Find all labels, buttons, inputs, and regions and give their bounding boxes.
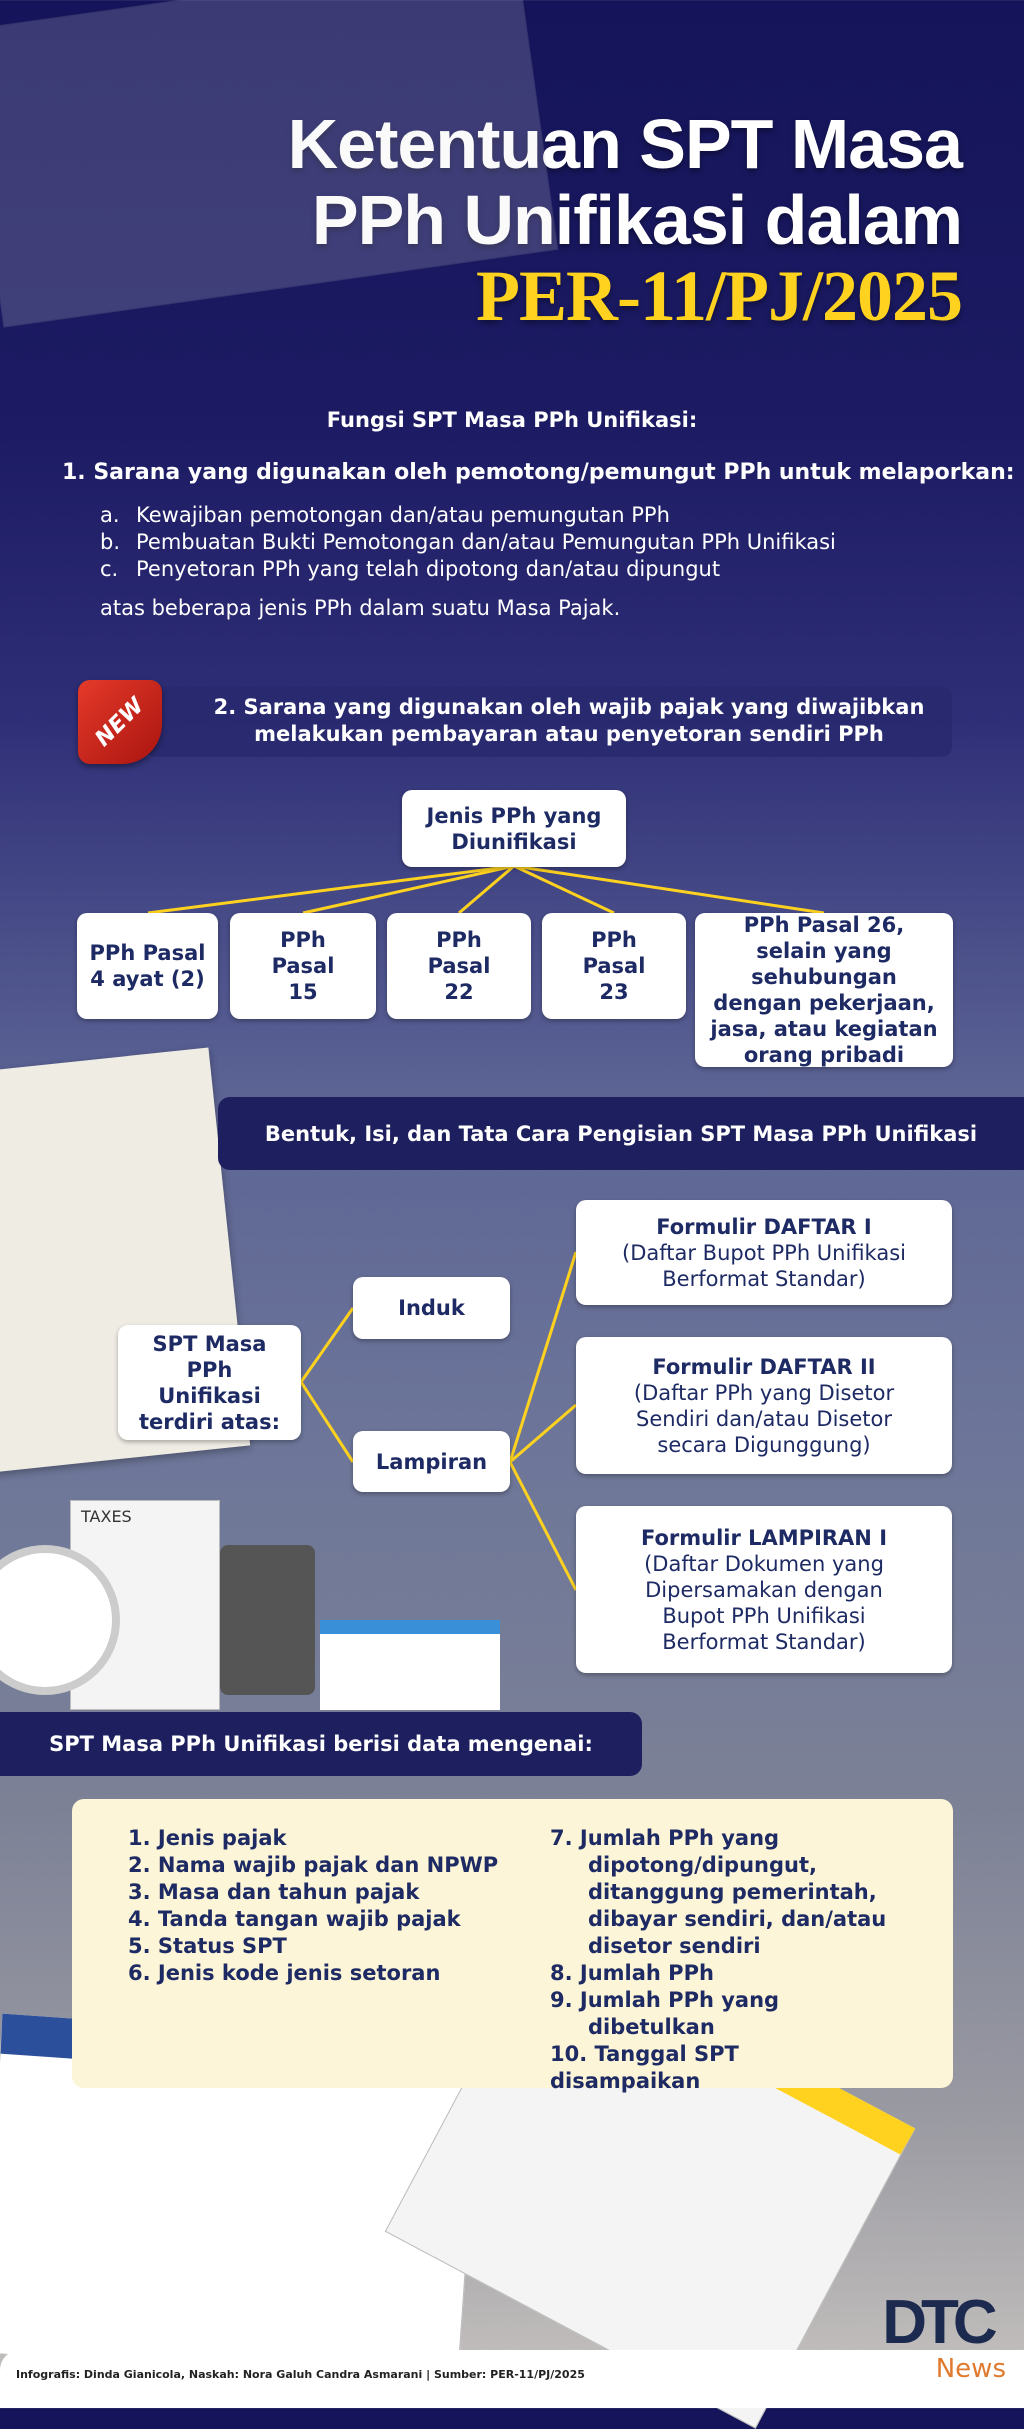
form-box: Formulir LAMPIRAN I(Daftar Dokumen yang … bbox=[576, 1506, 952, 1673]
connector bbox=[147, 864, 515, 915]
jenis-item: PPh Pasal 4 ayat (2) bbox=[77, 913, 218, 1019]
spt-root-box: SPT Masa PPh Unifikasi terdiri atas: bbox=[118, 1325, 301, 1440]
list-item: 8. Jumlah PPh bbox=[550, 1961, 714, 1985]
connector bbox=[508, 1461, 578, 1591]
fungsi-item-1: 1. Sarana yang digunakan oleh pemotong/p… bbox=[62, 460, 1015, 485]
subitem-marker: b. bbox=[100, 530, 121, 554]
list-item: 6. Jenis kode jenis setoran bbox=[128, 1961, 441, 1985]
form-desc: (Daftar PPh yang Disetor Sendiri dan/ata… bbox=[633, 1380, 895, 1457]
bentuk-banner: Bentuk, Isi, dan Tata Cara Pengisian SPT… bbox=[218, 1097, 1024, 1170]
form-title: Formulir DAFTAR II bbox=[652, 1354, 876, 1379]
ddtc-logo-mark: DTC bbox=[882, 2288, 997, 2357]
footer-bar bbox=[0, 2350, 1024, 2408]
ddtc-logo-news: News bbox=[935, 2354, 1006, 2384]
connector bbox=[302, 864, 515, 915]
subitem-marker: a. bbox=[100, 503, 120, 527]
form-title: Formulir DAFTAR I bbox=[656, 1214, 872, 1239]
list-item: 1. Jenis pajak bbox=[128, 1826, 287, 1850]
jenis-item: PPh Pasal 22 bbox=[387, 913, 531, 1019]
jenis-item: PPh Pasal 23 bbox=[542, 913, 686, 1019]
connector bbox=[299, 1381, 355, 1463]
connector bbox=[299, 1307, 355, 1383]
form-desc: (Daftar Bupot PPh Unifikasi Berformat St… bbox=[622, 1240, 906, 1291]
subitem: c. Penyetoran PPh yang telah dipotong dan… bbox=[100, 556, 836, 583]
connector bbox=[509, 1403, 577, 1464]
subitem-marker: c. bbox=[100, 557, 119, 581]
title-line-1: Ketentuan SPT Masa bbox=[287, 105, 963, 183]
fungsi-subitems: a. Kewajiban pemotongan dan/atau pemungut… bbox=[100, 502, 836, 622]
list-item: 2. Nama wajib pajak dan NPWP bbox=[128, 1853, 499, 1877]
connector bbox=[508, 1251, 578, 1463]
isi-left-list: 1. Jenis pajak 2. Nama wajib pajak dan N… bbox=[128, 1825, 498, 1987]
title-line-2: PPh Unifikasi dalam bbox=[311, 181, 963, 259]
form-desc: (Daftar Dokumen yang Dipersamakan dengan… bbox=[644, 1551, 884, 1654]
item-2-line-1: 2. Sarana yang digunakan oleh wajib paja… bbox=[213, 695, 925, 719]
fungsi-closing: atas beberapa jenis PPh dalam suatu Masa… bbox=[100, 596, 621, 620]
jenis-connectors bbox=[147, 864, 825, 915]
jenis-item: PPh Pasal 26, selain yang sehubungan den… bbox=[695, 913, 953, 1067]
subitem: b. Pembuatan Bukti Pemotongan dan/atau Pe… bbox=[100, 529, 836, 556]
list-item: 4. Tanda tangan wajib pajak bbox=[128, 1907, 461, 1931]
taxes-label: TAXES bbox=[81, 1507, 132, 1526]
isi-right-list: 7. Jumlah PPh yang dipotong/dipungut, di… bbox=[550, 1825, 890, 2095]
clock-icon bbox=[0, 1545, 120, 1695]
calculator-icon bbox=[220, 1545, 315, 1695]
new-badge: NEW bbox=[78, 680, 162, 764]
connector bbox=[513, 864, 825, 915]
subitem-text: Pembuatan Bukti Pemotongan dan/atau Pemu… bbox=[136, 530, 836, 554]
list-item: 10. Tanggal SPT disampaikan bbox=[550, 2042, 739, 2093]
jenis-root-box: Jenis PPh yang Diunifikasi bbox=[402, 790, 626, 867]
fungsi-heading: Fungsi SPT Masa PPh Unifikasi: bbox=[326, 408, 698, 432]
page-title: Ketentuan SPT Masa PPh Unifikasi dalam P… bbox=[287, 105, 963, 336]
connector bbox=[513, 864, 615, 915]
jenis-item: PPh Pasal 15 bbox=[230, 913, 376, 1019]
list-item: 9. Jumlah PPh yang dibetulkan bbox=[550, 1988, 780, 2039]
bentuk-connectors bbox=[299, 1251, 578, 1591]
form-box: Formulir DAFTAR II(Daftar PPh yang Diset… bbox=[576, 1337, 952, 1474]
list-item: 7. Jumlah PPh yang dipotong/dipungut, di… bbox=[550, 1826, 887, 1958]
subitem: a. Kewajiban pemotongan dan/atau pemungut… bbox=[100, 502, 836, 529]
subitem-text: Penyetoran PPh yang telah dipotong dan/a… bbox=[136, 557, 721, 581]
item-2-panel: 2. Sarana yang digunakan oleh wajib paja… bbox=[146, 686, 952, 757]
isi-banner: SPT Masa PPh Unifikasi berisi data menge… bbox=[0, 1712, 642, 1776]
list-item: 5. Status SPT bbox=[128, 1934, 287, 1958]
footer-credit: Infografis: Dinda Gianicola, Naskah: Nor… bbox=[16, 2368, 585, 2381]
connector bbox=[458, 864, 515, 915]
new-badge-text: NEW bbox=[90, 692, 150, 752]
isi-panel: 1. Jenis pajak 2. Nama wajib pajak dan N… bbox=[72, 1799, 953, 2093]
lampiran-box: Lampiran bbox=[353, 1431, 510, 1492]
induk-box: Induk bbox=[353, 1277, 510, 1339]
title-regulation: PER-11/PJ/2025 bbox=[476, 256, 963, 336]
list-item: 3. Masa dan tahun pajak bbox=[128, 1880, 420, 1904]
item-2-line-2: melakukan pembayaran atau penyetoran sen… bbox=[254, 722, 884, 746]
form-title: Formulir LAMPIRAN I bbox=[640, 1525, 888, 1550]
calendar-icon bbox=[320, 1620, 500, 1710]
subitem-text: Kewajiban pemotongan dan/atau pemungutan… bbox=[136, 503, 670, 527]
form-box: Formulir DAFTAR I(Daftar Bupot PPh Unifi… bbox=[576, 1200, 952, 1305]
ddtc-logo: DTC News bbox=[862, 2288, 1012, 2385]
